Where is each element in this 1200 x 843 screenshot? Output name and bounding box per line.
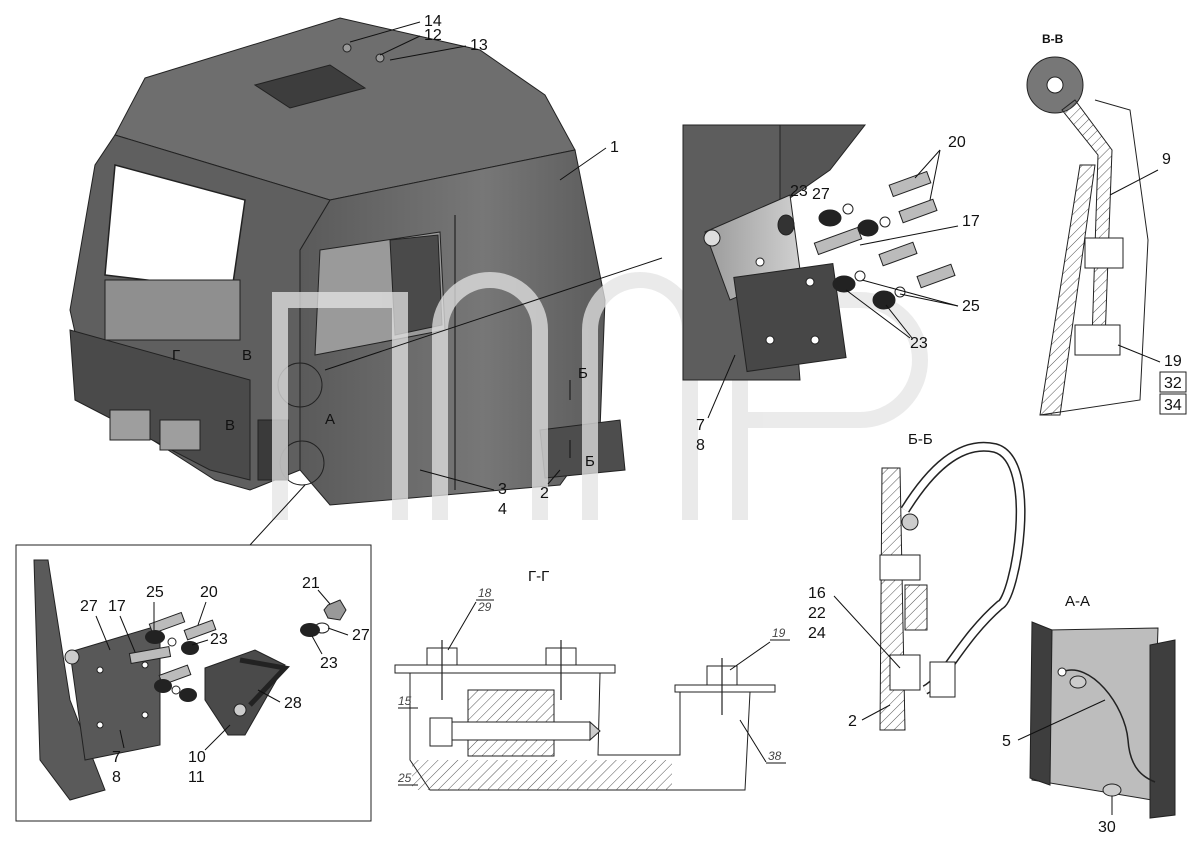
callout-g38: 38	[768, 749, 782, 763]
callout-14: 14	[424, 13, 442, 30]
mark-a: А	[325, 411, 335, 428]
section-vv: В-В 9 19 32 34	[1026, 32, 1187, 416]
callout-g18: 18	[478, 586, 492, 600]
callout-2-cab: 2	[540, 485, 549, 502]
vv-outline	[1039, 99, 1149, 416]
aa-bracket-right	[1149, 639, 1176, 819]
section-vv-title: В-В	[1042, 32, 1064, 46]
callout-23-inset: 23	[210, 631, 228, 648]
callout-28: 28	[284, 695, 302, 712]
callout-27-top: 27	[812, 186, 830, 203]
section-marks: Г В В А Б Б	[172, 347, 595, 470]
section-aa: А-А 5 30	[1002, 593, 1176, 836]
gg-right-plate	[674, 684, 776, 693]
callout-8-inset: 8	[112, 769, 121, 786]
step-left	[109, 409, 151, 441]
callout-17-inset: 17	[108, 598, 126, 615]
callout-1: 1	[610, 139, 619, 156]
callout-34: 34	[1164, 397, 1182, 414]
cab-callouts: 14 12 13 1 3 4 2	[249, 13, 663, 546]
gg-top-plate	[394, 664, 616, 674]
callout-13: 13	[470, 37, 488, 54]
callout-10: 10	[188, 749, 206, 766]
callout-27-inset: 27	[80, 598, 98, 615]
callout-21: 21	[302, 575, 320, 592]
callout-16: 16	[808, 585, 826, 602]
callout-23-top: 23	[790, 183, 808, 200]
callout-17-top: 17	[962, 213, 980, 230]
callout-20-inset: 20	[200, 584, 218, 601]
callout-8-top: 8	[696, 437, 705, 454]
aa-bracket-left	[1029, 621, 1053, 786]
dashboard	[104, 279, 241, 341]
section-aa-title: А-А	[1065, 593, 1090, 610]
callout-5: 5	[1002, 733, 1011, 750]
callout-22: 22	[808, 605, 826, 622]
bolts-top	[777, 170, 956, 310]
roof-hatch	[253, 64, 367, 109]
callout-25-inset: 25	[146, 584, 164, 601]
front-bumper	[69, 329, 251, 481]
callout-7-inset: 7	[112, 749, 121, 766]
callout-24: 24	[808, 625, 826, 642]
hinge-pillar	[779, 124, 867, 206]
mark-g: Г	[172, 347, 180, 364]
callout-g29: 29	[477, 600, 492, 614]
gg-pin	[429, 721, 591, 741]
callout-4: 4	[498, 501, 507, 518]
hinge-detail-top: 20 27 23 17 25 23 7 8	[682, 124, 980, 454]
callout-20-top: 20	[948, 134, 966, 151]
callout-30: 30	[1098, 819, 1116, 836]
section-bb-title: Б-Б	[908, 431, 933, 448]
mark-b1: Б	[578, 365, 588, 382]
aa-ground-wire	[1061, 669, 1156, 783]
callout-g25: 25	[397, 771, 412, 785]
callout-32: 32	[1164, 375, 1182, 392]
callout-g19: 19	[772, 626, 786, 640]
callout-23-top-b: 23	[910, 335, 928, 352]
gg-base-hatch	[412, 760, 672, 790]
callout-11: 11	[188, 769, 205, 786]
callout-23-inset-b: 23	[320, 655, 338, 672]
callout-19-vv: 19	[1164, 353, 1182, 370]
callout-27-inset-b: 27	[352, 627, 370, 644]
callout-9: 9	[1162, 151, 1171, 168]
mark-v1: В	[242, 347, 252, 364]
hinge-leaf	[733, 262, 847, 373]
callout-12: 12	[424, 27, 442, 44]
inset-detail: 25 20 27 17 23 28 10 11 7 8 21 27 23	[15, 544, 372, 822]
vv-door-skin	[1039, 164, 1096, 416]
mark-v2: В	[225, 417, 235, 434]
section-gg: Г-Г 18 29 19 15 25 38	[394, 568, 790, 791]
inset-door-edge	[33, 559, 106, 801]
callout-3: 3	[498, 481, 507, 498]
section-bb: Б-Б 16 22 24 2	[808, 431, 1026, 731]
inset-bracket	[204, 649, 286, 736]
callout-7-top: 7	[696, 417, 705, 434]
callout-25-top: 25	[962, 298, 980, 315]
section-gg-title: Г-Г	[528, 568, 549, 585]
step-right	[159, 419, 201, 451]
callout-g15: 15	[398, 694, 412, 708]
callout-2-bb: 2	[848, 713, 857, 730]
mark-b2: Б	[585, 453, 595, 470]
